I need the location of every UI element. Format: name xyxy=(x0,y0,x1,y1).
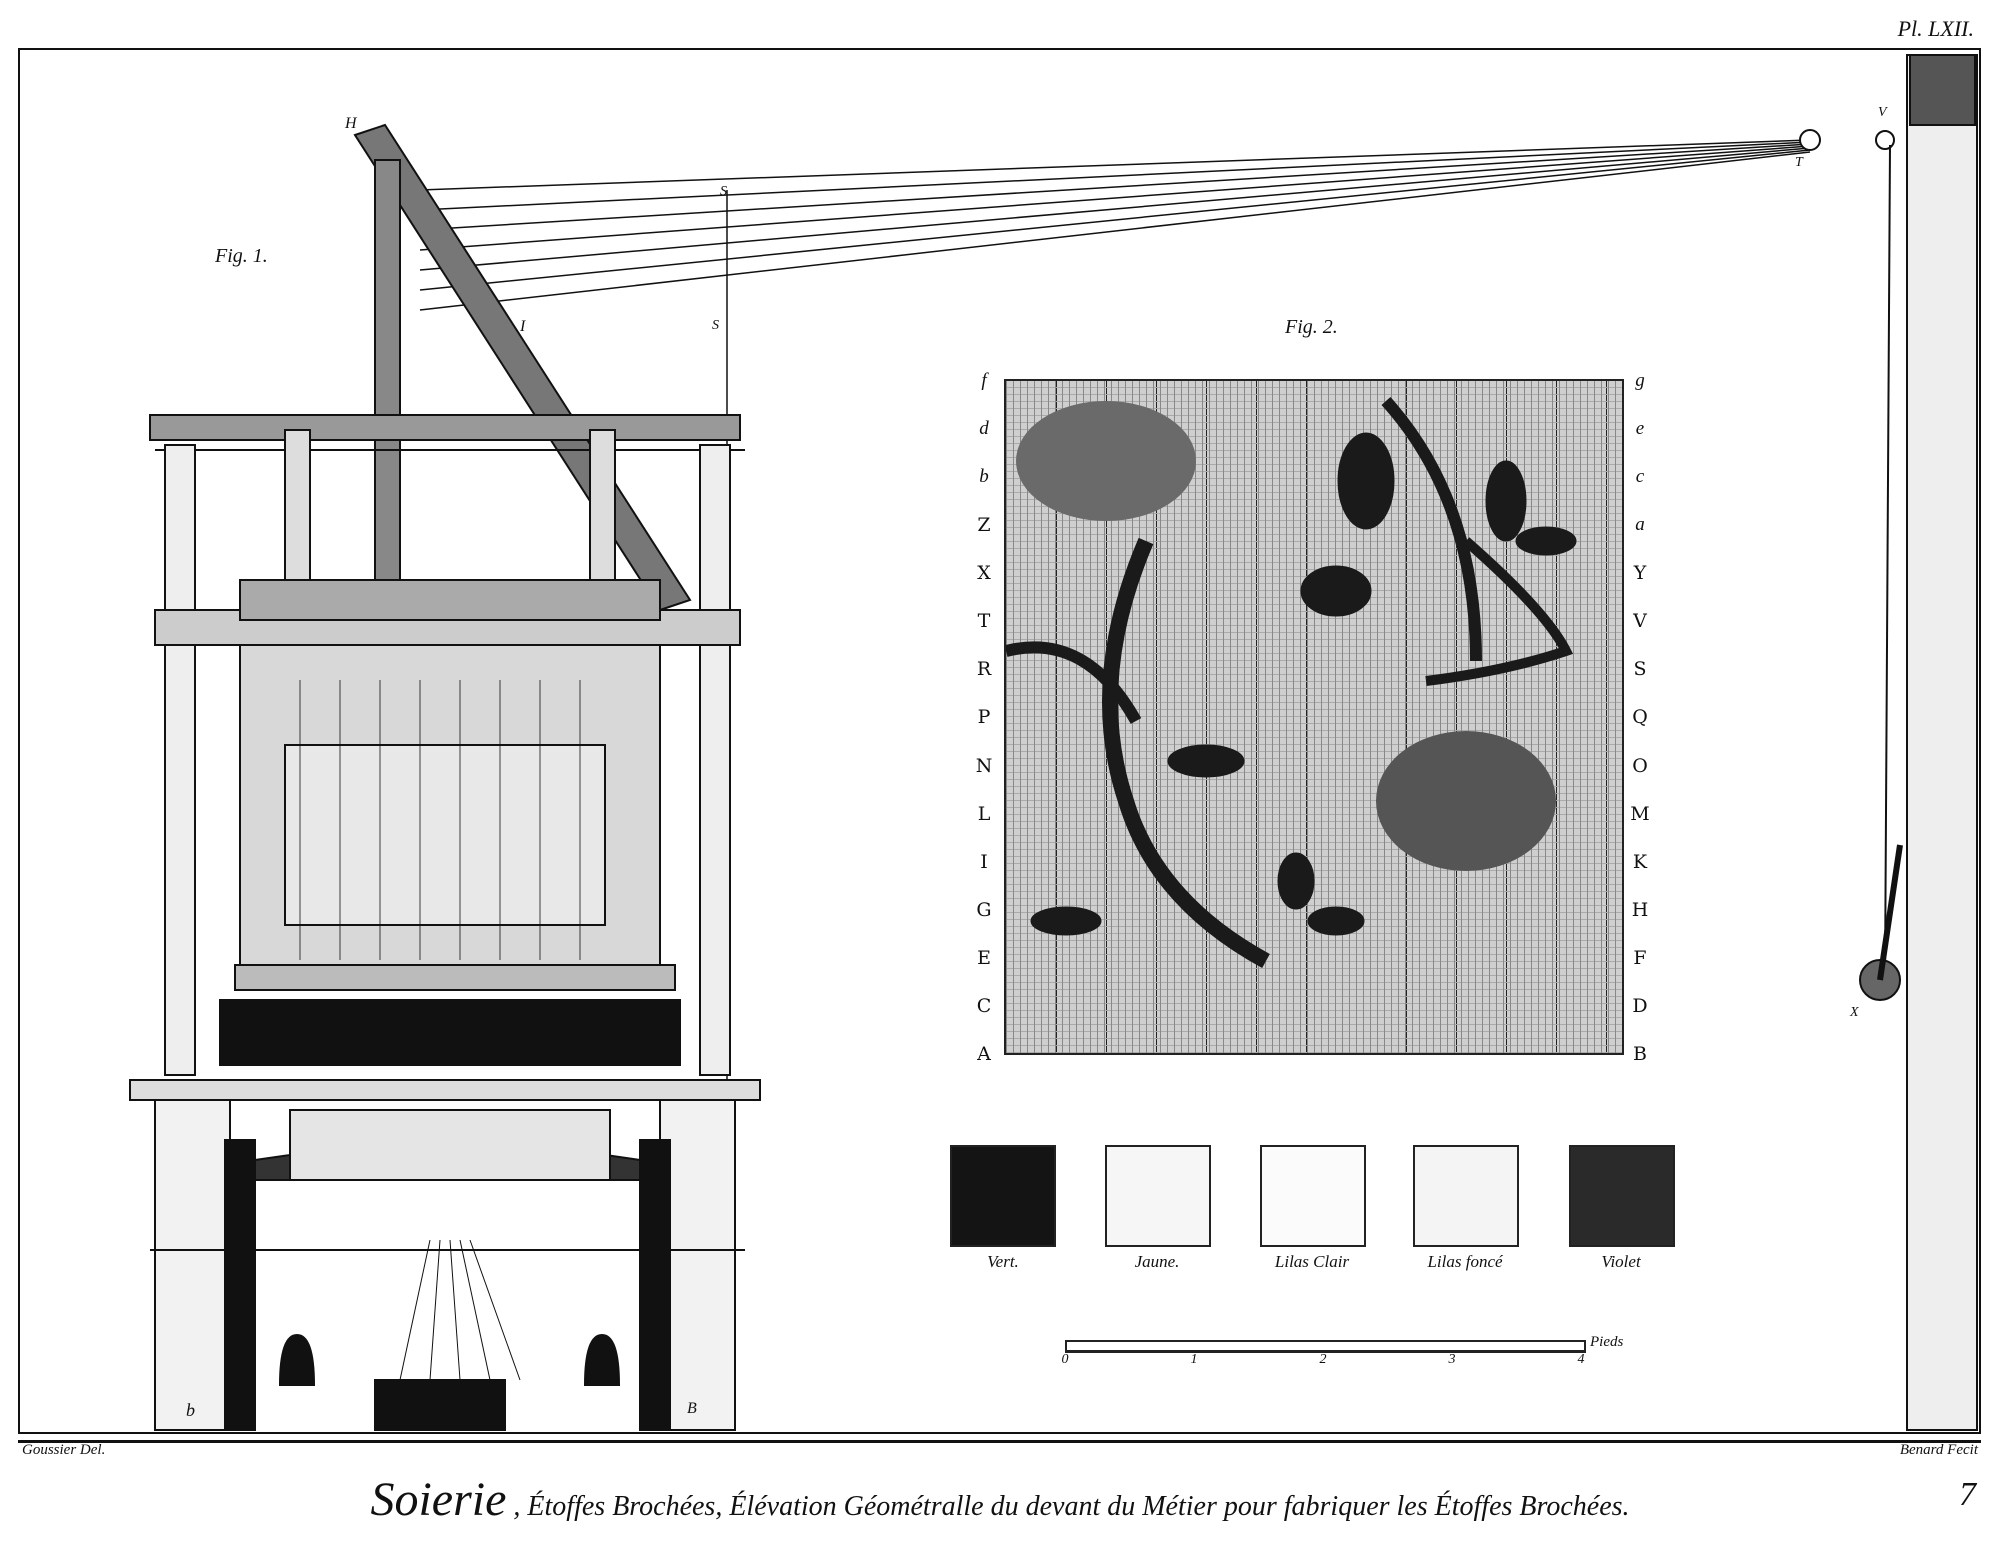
grid-letter: N xyxy=(975,754,993,777)
swatch-lilas-fonce xyxy=(1413,1145,1519,1247)
frame-bottom-rule xyxy=(18,1440,1981,1443)
scale-bar xyxy=(1065,1340,1586,1353)
swatch-violet xyxy=(1569,1145,1675,1247)
grid-letter: S xyxy=(1633,658,1647,681)
scale-tick: 4 xyxy=(1577,1352,1585,1367)
grid-letter: A xyxy=(977,1042,991,1065)
grid-letter: I xyxy=(980,850,988,873)
scale-tick: 1 xyxy=(1190,1352,1198,1367)
grid-letter: G xyxy=(976,898,992,921)
swatch-label: Lilas foncé xyxy=(1427,1252,1503,1271)
grid-right-letters: g e c a Y V S Q O M K H F D B xyxy=(1628,370,1652,1065)
plate-frame xyxy=(18,48,1981,1434)
page-number: 7 xyxy=(1959,1476,1976,1513)
grid-letter: g xyxy=(1635,370,1645,391)
swatch-label: Violet xyxy=(1601,1252,1641,1271)
grid-letter: e xyxy=(1635,418,1645,440)
signature-draughtsman: Goussier Del. xyxy=(22,1442,106,1458)
loom-letter-H: H xyxy=(345,115,357,132)
grid-left-letters: f d b Z X T R P N L I G E C A xyxy=(972,370,996,1065)
swatch-label: Lilas Clair xyxy=(1274,1252,1350,1271)
grid-letter: Y xyxy=(1633,562,1647,585)
scale-unit: Pieds xyxy=(1590,1334,1624,1350)
scale-tick: 3 xyxy=(1448,1352,1456,1367)
grid-letter: b xyxy=(979,466,989,488)
floral-motif xyxy=(1004,396,1577,969)
point-paper-pattern xyxy=(1004,379,1624,1055)
grid-letter: V xyxy=(1633,610,1647,633)
grid-letter: d xyxy=(979,418,989,440)
grid-letter: K xyxy=(1632,850,1648,873)
grid-letter: F xyxy=(1633,946,1647,969)
grid-letter: H xyxy=(1631,898,1649,921)
scale-tick: 2 xyxy=(1319,1352,1327,1367)
swatch-lilas-clair xyxy=(1260,1145,1366,1247)
grid-letter: X xyxy=(977,562,991,585)
figure2-label: Fig. 2. xyxy=(1285,316,1338,338)
caption-subtitle: , Étoffes Brochées, Élévation Géométrall… xyxy=(513,1491,1630,1522)
grid-letter: c xyxy=(1635,466,1645,488)
grid-letter: Z xyxy=(977,514,991,537)
grid-letter: E xyxy=(977,946,991,969)
pulley-letter-V: V xyxy=(1878,105,1887,120)
caption-title: Soierie xyxy=(370,1473,507,1526)
plate-number: Pl. LXII. xyxy=(1897,16,1974,41)
loom-letter-b: b xyxy=(186,1400,195,1420)
loom-letter-S2: S xyxy=(712,318,719,333)
loom-letter-B: B xyxy=(687,1400,697,1417)
figure1-label: Fig. 1. xyxy=(215,245,268,267)
swatch-label: Vert. xyxy=(987,1252,1019,1271)
grid-letter: O xyxy=(1632,754,1648,777)
grid-letter: B xyxy=(1633,1042,1647,1065)
grid-letter: Q xyxy=(1632,706,1648,729)
grid-letter: f xyxy=(981,370,987,391)
grid-letter: D xyxy=(1632,994,1648,1017)
swatch-vert xyxy=(950,1145,1056,1247)
swatch-label: Jaune. xyxy=(1134,1252,1180,1271)
grid-letter: T xyxy=(977,610,991,633)
grid-letter: P xyxy=(977,706,991,729)
pulley-letter-X: X xyxy=(1850,1005,1859,1020)
scale-tick: 0 xyxy=(1061,1352,1069,1367)
pulley-letter-T: T xyxy=(1795,155,1803,170)
grid-letter: C xyxy=(976,994,992,1017)
loom-letter-S: S xyxy=(720,184,727,199)
swatch-jaune xyxy=(1105,1145,1211,1247)
grid-letter: M xyxy=(1630,802,1650,825)
loom-letter-I: I xyxy=(520,318,526,335)
plate-caption: Soierie , Étoffes Brochées, Élévation Gé… xyxy=(0,1472,2000,1527)
grid-letter: L xyxy=(977,802,991,825)
grid-letter: a xyxy=(1635,514,1645,536)
grid-letter: R xyxy=(976,658,992,681)
signature-engraver: Benard Fecit xyxy=(1899,1442,1978,1458)
